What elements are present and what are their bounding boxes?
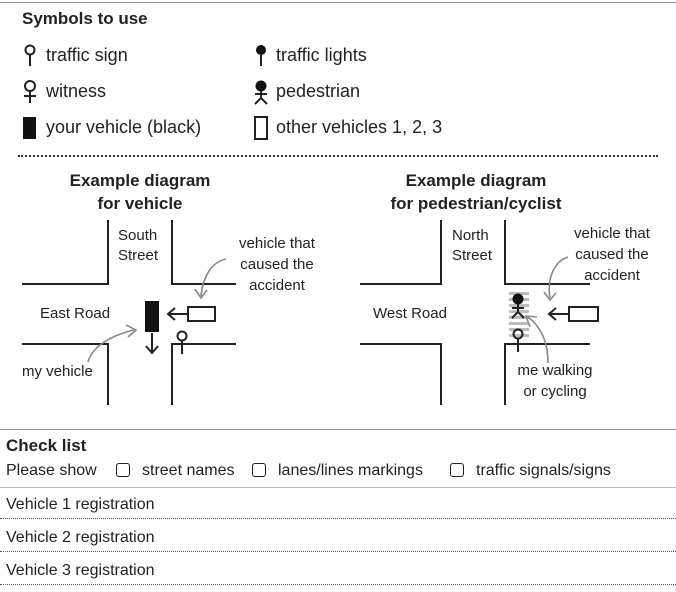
traffic-lights-label: traffic lights <box>276 45 367 65</box>
traffic-sign-marker <box>176 330 188 354</box>
caused-left-line3: accident <box>249 277 305 294</box>
checkbox-traffic-signals[interactable] <box>450 463 464 477</box>
pedestrian-diagram-title-line2: for pedestrian/cyclist <box>390 194 562 213</box>
me-walking-line2: or cycling <box>523 383 587 400</box>
vehicle-diagram-title-line1: Example diagram <box>69 171 211 190</box>
pedestrian-label: pedestrian <box>276 81 361 101</box>
pedestrian-marker <box>511 293 525 319</box>
other-vehicle-marker-right <box>568 306 599 322</box>
caused-right-line1: vehicle that <box>574 225 650 242</box>
your-vehicle-icon <box>23 117 36 139</box>
vehicle-1-registration-field[interactable] <box>0 518 676 519</box>
south-street-label: South Street <box>118 226 158 266</box>
pedestrian-intersection <box>360 220 590 405</box>
callout-caused-left <box>194 258 227 300</box>
traffic-sign-marker-right <box>512 328 524 352</box>
pedestrian-diagram-title-line1: Example diagram <box>405 171 547 190</box>
vehicle-2-registration-field[interactable] <box>0 551 676 552</box>
pedestrian-icon <box>254 80 268 105</box>
checkbox-street-names[interactable] <box>116 463 130 477</box>
south-street-line1: South <box>118 227 158 244</box>
caused-accident-note-left: vehicle that caused the accident <box>222 233 332 296</box>
other-vehicle-icon <box>254 116 268 140</box>
option-traffic-signals: traffic signals/signs <box>476 462 611 479</box>
pedestrian-diagram-title: Example diagram for pedestrian/cyclist <box>356 169 596 215</box>
checkbox-lane-markings[interactable] <box>252 463 266 477</box>
caused-left-line2: caused the <box>240 256 314 273</box>
me-walking-line1: me walking <box>517 362 593 379</box>
please-show-label: Please show <box>6 462 97 479</box>
west-road-label: West Road <box>373 305 447 322</box>
vehicle-3-registration-field[interactable] <box>0 584 676 585</box>
caused-left-line1: vehicle that <box>239 235 315 252</box>
checklist-top-border <box>0 429 676 430</box>
caused-right-line2: caused the <box>575 246 649 263</box>
witness-label: witness <box>46 81 107 101</box>
caused-accident-note-right: vehicle that caused the accident <box>557 223 667 286</box>
traffic-sign-icon <box>24 44 36 66</box>
vehicle-intersection <box>22 220 236 405</box>
callout-me-walking <box>524 315 549 364</box>
option-street-names: street names <box>142 462 235 479</box>
other-vehicles-label: other vehicles 1, 2, 3 <box>276 117 443 137</box>
checklist-heading: Check list <box>6 436 87 455</box>
caused-right-line3: accident <box>584 267 640 284</box>
witness-icon <box>24 80 36 103</box>
me-walking-note: me walking or cycling <box>500 360 610 402</box>
vehicle-3-registration-label: Vehicle 3 registration <box>6 562 155 579</box>
other-vehicle-marker <box>187 306 216 322</box>
my-vehicle-arrow <box>145 333 159 355</box>
checklist-divider <box>0 487 676 488</box>
other-vehicle-arrow <box>166 307 187 321</box>
vehicle-1-registration-label: Vehicle 1 registration <box>6 496 155 513</box>
vehicle-2-registration-label: Vehicle 2 registration <box>6 529 155 546</box>
south-street-line2: Street <box>118 247 159 264</box>
north-street-line1: North <box>452 227 489 244</box>
vehicle-diagram-title-line2: for vehicle <box>97 194 183 213</box>
east-road-label: East Road <box>40 305 111 322</box>
traffic-lights-icon <box>256 45 266 66</box>
callout-my-vehicle <box>87 324 138 363</box>
section-separator <box>18 155 658 157</box>
vehicle-diagram-title: Example diagram for vehicle <box>40 169 240 215</box>
callout-caused-right <box>543 256 569 302</box>
north-street-line2: Street <box>452 247 493 264</box>
your-vehicle-label: your vehicle (black) <box>46 117 202 137</box>
my-vehicle-marker <box>145 301 159 332</box>
north-street-label: North Street <box>452 226 492 266</box>
top-border <box>0 2 676 3</box>
symbols-heading: Symbols to use <box>22 9 148 28</box>
option-lane-markings: lanes/lines markings <box>278 462 423 479</box>
traffic-sign-label: traffic sign <box>46 45 128 65</box>
my-vehicle-label: my vehicle <box>22 363 93 380</box>
other-vehicle-arrow-right <box>547 307 568 321</box>
